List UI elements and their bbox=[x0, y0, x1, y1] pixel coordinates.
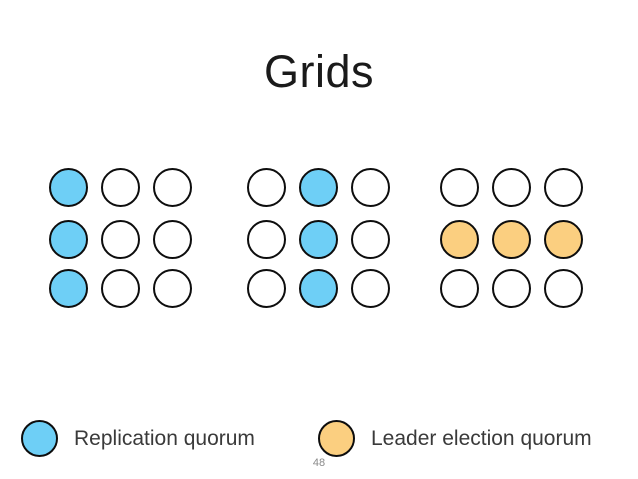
grid-column-quorum-middle bbox=[247, 168, 403, 314]
node-cell[interactable] bbox=[440, 269, 479, 308]
node-cell[interactable] bbox=[440, 220, 479, 259]
node-cell[interactable] bbox=[492, 220, 531, 259]
node-cell[interactable] bbox=[492, 269, 531, 308]
legend-item-label: Replication quorum bbox=[74, 427, 255, 450]
node-cell[interactable] bbox=[544, 269, 583, 308]
node-cell[interactable] bbox=[440, 168, 479, 207]
grid-row bbox=[247, 269, 403, 313]
node-cell[interactable] bbox=[247, 168, 286, 207]
grid-row bbox=[49, 269, 205, 313]
grid-row bbox=[440, 168, 596, 212]
legend-swatch-icon bbox=[318, 420, 355, 457]
grid-column-quorum-left bbox=[49, 168, 205, 314]
node-cell[interactable] bbox=[351, 168, 390, 207]
grid-row bbox=[49, 168, 205, 212]
node-cell[interactable] bbox=[492, 168, 531, 207]
node-cell[interactable] bbox=[101, 269, 140, 308]
grid-row bbox=[247, 168, 403, 212]
grid-row bbox=[49, 220, 205, 264]
node-cell[interactable] bbox=[49, 168, 88, 207]
node-cell[interactable] bbox=[153, 220, 192, 259]
node-cell[interactable] bbox=[299, 220, 338, 259]
grid-row bbox=[440, 220, 596, 264]
node-cell[interactable] bbox=[247, 220, 286, 259]
legend-item-label: Leader election quorum bbox=[371, 427, 592, 450]
page-title: Grids bbox=[263, 46, 374, 97]
legend: Replication quorum Leader election quoru… bbox=[0, 418, 638, 464]
page-number: 48 bbox=[312, 457, 326, 469]
legend-swatch-icon bbox=[21, 420, 58, 457]
node-cell[interactable] bbox=[299, 269, 338, 308]
node-cell[interactable] bbox=[544, 220, 583, 259]
node-cell[interactable] bbox=[153, 269, 192, 308]
node-cell[interactable] bbox=[247, 269, 286, 308]
node-cell[interactable] bbox=[299, 168, 338, 207]
grid-row bbox=[247, 220, 403, 264]
node-cell[interactable] bbox=[49, 269, 88, 308]
grid-row-quorum-right bbox=[440, 168, 596, 314]
node-cell[interactable] bbox=[351, 269, 390, 308]
node-cell[interactable] bbox=[153, 168, 192, 207]
node-cell[interactable] bbox=[101, 220, 140, 259]
node-cell[interactable] bbox=[351, 220, 390, 259]
node-cell[interactable] bbox=[101, 168, 140, 207]
node-cell[interactable] bbox=[49, 220, 88, 259]
grid-row bbox=[440, 269, 596, 313]
node-cell[interactable] bbox=[544, 168, 583, 207]
